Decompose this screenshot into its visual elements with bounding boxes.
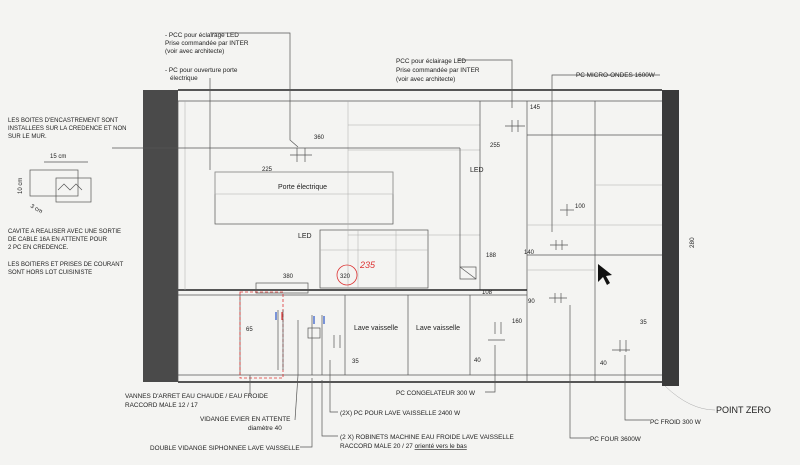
note-pcc-right-line-3: (voir avec architecte) [396,76,455,83]
left-wall-upper [143,90,178,283]
dim-145: 145 [530,105,541,111]
dim-35-left: 35 [352,359,359,365]
callouts-bottom: VANNES D'ARRET EAU CHAUDE / EAU FROIDE R… [125,393,514,452]
dim-188: 188 [486,253,497,259]
callout-robinets-raccord: RACCORD MALE 20 / 27 [340,443,415,450]
label-point-zero: POINT ZERO [716,405,771,415]
dim-35-right: 35 [640,320,647,326]
label-lave-vaisselle-1: Lave vaisselle [354,325,398,332]
circled-dimension [336,264,358,286]
note-pc-door-line-2: électrique [170,75,198,82]
kitchen-structure [143,89,679,386]
label-pc-four: PC FOUR 3600W [590,436,642,443]
label-led-mid: LED [298,233,312,240]
outlet-160 [488,322,505,341]
outlet-360 [290,148,312,162]
plumbing-zone [239,291,284,379]
note-pcc-left-line-1: - PCC pour éclairage LED [165,32,239,39]
note-boxes-line-2: INSTALLEES SUR LA CREDENCE ET NON [8,126,126,132]
dim-360: 360 [314,135,325,141]
note-cavity: CAVITE A REALISER AVEC UNE SORTIE DE CAB… [8,229,121,251]
note-pcc-left-line-3: (voir avec architecte) [165,48,224,55]
door-cabinet [214,171,394,225]
note-pc-door: - PC pour ouverture porte électrique [165,67,238,82]
note-cavity-line-1: CAVITE A REALISER AVEC UNE SORTIE [8,229,121,235]
label-micro-ondes: PC MICRO-ONDES 1600W [576,72,656,79]
outlet-lv [333,335,341,348]
note-pcc-right-line-2: Prise commandée par INTER [396,67,480,74]
mouse-cursor-icon [598,264,612,285]
label-door: Porte électrique [278,184,327,191]
note-cavity-line-3: 2 PC EN CREDENCE. [8,245,69,251]
dimensions: 360 225 145 255 100 140 188 108 380 320 … [246,105,647,367]
callout-vannes-line-2: RACCORD MALE 12 / 17 [125,402,198,409]
note-pcc-right-line-1: PCC pour éclairage LED [396,58,466,65]
dim-100: 100 [575,204,586,210]
outlet-90 [549,293,567,303]
dim-225: 225 [262,167,273,173]
handwritten-235: 235 [359,260,376,270]
dim-90: 90 [528,299,535,305]
sketch-height: 10 cm [18,178,24,194]
dim-40-right: 40 [600,361,607,367]
callout-robinets-line-1: (2 X) ROBINETS MACHINE EAU FROIDE LAVE V… [340,434,514,441]
callout-vidange-line-1: VIDANGE EVIER EN ATTENTE [200,416,290,423]
callout-vidange-line-2: diamètre 40 [248,425,282,432]
label-pc-froid: PC FROID 300 W [650,419,702,426]
note-pcc-right: PCC pour éclairage LED Prise commandée p… [396,58,480,83]
dim-255: 255 [490,143,501,149]
note-cavity-line-2: DE CABLE 16A EN ATTENTE POUR [8,237,108,243]
note-pcc-left: - PCC pour éclairage LED Prise commandée… [165,32,249,55]
box-sketch: 15 cm 10 cm 3 cm [18,154,92,216]
note-boxes-line-1: LES BOITES D'ENCASTREMENT SONT [8,118,118,124]
note-pcc-left-line-2: Prise commandée par INTER [165,40,249,47]
dim-380: 380 [283,274,294,280]
label-height-280: 280 [689,237,696,248]
outlet-140 [550,240,568,250]
dim-320: 320 [340,274,351,280]
note-boxes: LES BOITES D'ENCASTREMENT SONT INSTALLEE… [8,118,126,140]
callout-double-vidange: DOUBLE VIDANGE SIPHONNEE LAVE VAISSELLE [150,445,300,452]
left-wall-lower [143,282,178,382]
outlet-145 [505,120,525,132]
sketch-depth: 3 cm [29,204,43,216]
sink [255,282,309,294]
right-wall [662,90,679,386]
leader-lines [112,32,716,448]
callout-robinets-orientation: orienté vers le bas [415,443,467,450]
callout-vannes-line-1: VANNES D'ARRET EAU CHAUDE / EAU FROIDE [125,393,268,400]
callout-robinets-line-2: RACCORD MALE 20 / 27 orienté vers le bas [340,443,467,450]
outlet-100 [560,204,574,216]
callout-pc-lave-vaisselle: (2X) PC POUR LAVE VAISSELLE 2400 W [340,410,461,417]
label-led-top: LED [470,167,484,174]
dim-40-left: 40 [474,358,481,364]
dim-65: 65 [246,327,253,333]
note-outlets-line-1: LES BOITIERS ET PRISES DE COURANT [8,262,124,268]
outlet-188 [459,266,477,280]
dim-160: 160 [512,319,523,325]
note-boxes-line-3: SUR LE MUR. [8,134,47,140]
dim-140: 140 [524,250,535,256]
led-shelf-unit [319,229,429,289]
dim-108: 108 [482,290,493,296]
note-outlets: LES BOITIERS ET PRISES DE COURANT SONT H… [8,262,124,276]
outlet-35-right [612,340,630,352]
note-pc-door-line-1: - PC pour ouverture porte [165,67,238,74]
label-congelateur: PC CONGELATEUR 300 W [396,390,476,397]
note-outlets-line-2: SONT HORS LOT CUISINISTE [8,270,92,276]
label-lave-vaisselle-2: Lave vaisselle [416,325,460,332]
door-cabinet-top [214,171,394,195]
sketch-width: 15 cm [50,154,66,160]
outlet-symbols [290,120,630,352]
